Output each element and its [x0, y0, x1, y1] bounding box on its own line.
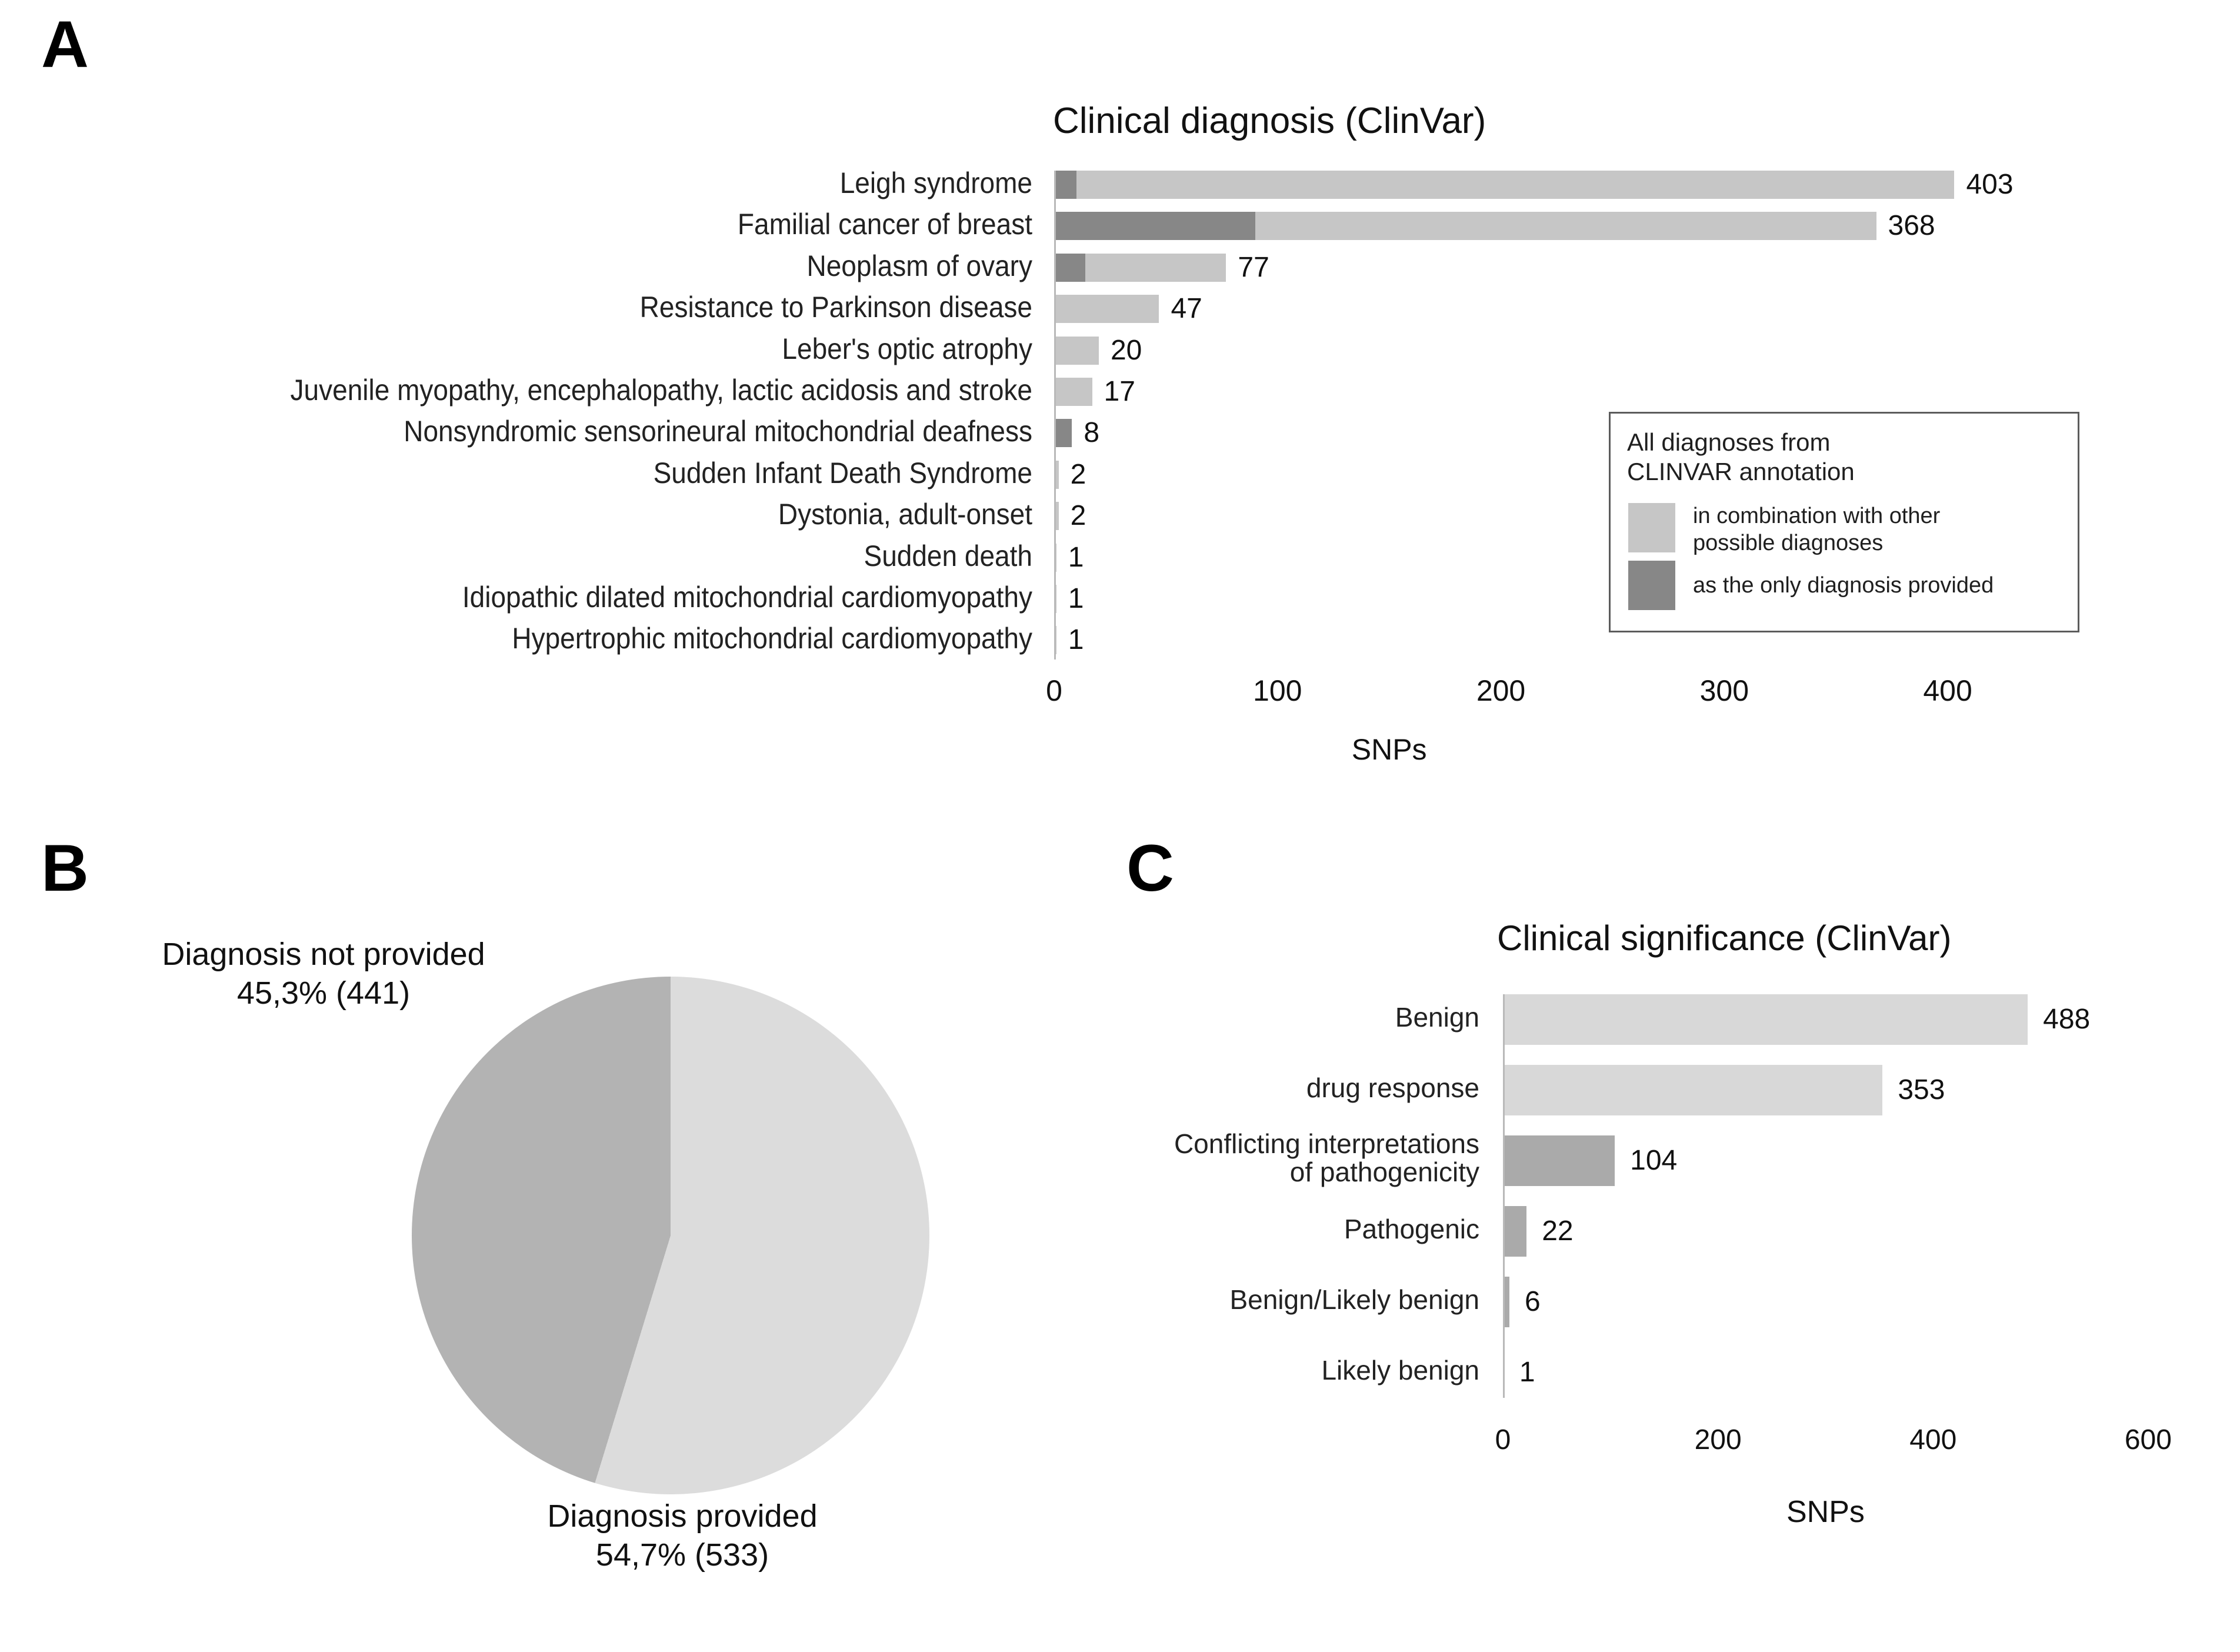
- bar-row: [1054, 171, 1955, 199]
- category-label: drug response: [1306, 1073, 1479, 1103]
- bar-value-label: 368: [1888, 210, 1935, 242]
- bar-value-label: 1: [1519, 1357, 1535, 1388]
- bar-segment-combination: [1085, 253, 1226, 282]
- x-tick-label: 400: [1909, 1424, 1957, 1456]
- bar-segment-only-diagnosis: [1054, 253, 1086, 282]
- category-label: Neoplasm of ovary: [806, 249, 1032, 282]
- legend-label-combination: in combination with other possible diagn…: [1693, 504, 1941, 555]
- bar-value-label: 104: [1630, 1145, 1678, 1176]
- panel-c-x-axis-title: SNPs: [1786, 1495, 1865, 1529]
- x-tick-label: 100: [1253, 674, 1302, 707]
- bar-value-label: 403: [1966, 169, 2014, 200]
- bar-row: [1503, 1206, 1527, 1257]
- category-label: Leigh syndrome: [839, 166, 1032, 199]
- bar-value-label: 353: [1898, 1074, 1945, 1105]
- bar-value-label: 488: [2043, 1004, 2091, 1035]
- bar-row: [1503, 1277, 1509, 1327]
- bar-row: [1054, 336, 1099, 365]
- category-label: Familial cancer of breast: [737, 208, 1032, 241]
- pie-chart: [412, 977, 929, 1494]
- bar-value-label: 2: [1070, 458, 1086, 490]
- category-label: Nonsyndromic sensorineural mitochondrial…: [404, 415, 1032, 448]
- bar-row: [1503, 1135, 1615, 1186]
- legend-swatch-combination: [1628, 503, 1675, 552]
- bar-segment-only-diagnosis: [1054, 212, 1255, 241]
- category-label: Likely benign: [1321, 1355, 1479, 1385]
- legend-label-only-diagnosis: as the only diagnosis provided: [1693, 573, 1994, 598]
- legend-swatch-only-diagnosis: [1628, 561, 1675, 610]
- category-label: Sudden Infant Death Syndrome: [653, 456, 1032, 489]
- panel-c-title: Clinical significance (ClinVar): [1497, 918, 1952, 958]
- panel-a-axis-line: [1054, 171, 1056, 660]
- category-label: Benign: [1395, 1002, 1479, 1032]
- bar-segment-combination: [1076, 171, 1955, 199]
- category-label: Conflicting interpretations of pathogeni…: [1174, 1128, 1479, 1187]
- category-label: Hypertrophic mitochondrial cardiomyopath…: [512, 622, 1032, 655]
- bar-value-label: 47: [1171, 293, 1202, 325]
- panel-a-x-axis-title: SNPs: [1351, 732, 1427, 766]
- bar-row: [1054, 502, 1059, 531]
- bar-row: [1054, 460, 1059, 489]
- category-label: Sudden death: [864, 539, 1032, 572]
- bar-segment-combination: [1054, 460, 1059, 489]
- panel-a-legend: All diagnoses from CLINVAR annotation in…: [1609, 412, 2079, 632]
- category-label: Benign/Likely benign: [1229, 1284, 1479, 1315]
- bar-segment-combination: [1255, 212, 1876, 241]
- bar-segment-combination: [1054, 295, 1159, 324]
- bar-row: [1503, 1065, 1883, 1115]
- panel-c-axis-line: [1503, 994, 1505, 1398]
- pie-label-not-provided: Diagnosis not provided 45,3% (441): [162, 937, 485, 1011]
- x-tick-label: 0: [1046, 674, 1062, 707]
- category-label: Juvenile myopathy, encephalopathy, lacti…: [290, 374, 1032, 407]
- category-label: Pathogenic: [1344, 1214, 1479, 1244]
- bar-segment-combination: [1054, 378, 1092, 406]
- bar-value-label: 20: [1110, 334, 1142, 366]
- category-label: Dystonia, adult-onset: [778, 498, 1032, 531]
- bar-value-label: 8: [1084, 417, 1100, 449]
- panel-b-letter: B: [41, 831, 89, 905]
- bar-value-label: 1: [1068, 624, 1084, 656]
- bar-row: [1054, 253, 1226, 282]
- bar-segment-only-diagnosis: [1054, 171, 1076, 199]
- bar-segment-combination: [1054, 336, 1099, 365]
- category-label: Resistance to Parkinson disease: [639, 291, 1032, 324]
- bar-row: [1054, 212, 1876, 241]
- bar-segment-only-diagnosis: [1054, 419, 1072, 448]
- bar-value-label: 2: [1070, 500, 1086, 532]
- pie-slices: [412, 977, 929, 1494]
- x-tick-label: 300: [1699, 674, 1749, 707]
- bar-row: [1054, 419, 1072, 448]
- bar-row: [1054, 378, 1092, 406]
- bar-value-label: 22: [1542, 1215, 1574, 1247]
- bar-value-label: 1: [1068, 541, 1084, 573]
- panel-a-letter: A: [41, 8, 89, 81]
- bar-value-label: 6: [1524, 1286, 1541, 1317]
- bar-segment-combination: [1054, 502, 1059, 531]
- bar-row: [1054, 295, 1159, 324]
- bar-value-label: 17: [1104, 376, 1135, 407]
- category-label: Idiopathic dilated mitochondrial cardiom…: [462, 581, 1032, 614]
- x-tick-label: 0: [1495, 1424, 1511, 1456]
- bar-value-label: 1: [1068, 583, 1084, 614]
- bar-row: [1503, 994, 2028, 1045]
- x-tick-label: 200: [1694, 1424, 1742, 1456]
- bar-value-label: 77: [1238, 251, 1269, 283]
- pie-label-provided: Diagnosis provided 54,7% (533): [547, 1498, 818, 1573]
- x-tick-label: 600: [2124, 1424, 2172, 1456]
- legend-title: All diagnoses from CLINVAR annotation: [1627, 428, 1855, 485]
- category-label: Leber's optic atrophy: [782, 332, 1032, 365]
- panel-a-title: Clinical diagnosis (ClinVar): [1053, 101, 1486, 141]
- x-tick-label: 200: [1476, 674, 1526, 707]
- x-tick-label: 400: [1923, 674, 1972, 707]
- panel-c-letter: C: [1126, 831, 1174, 905]
